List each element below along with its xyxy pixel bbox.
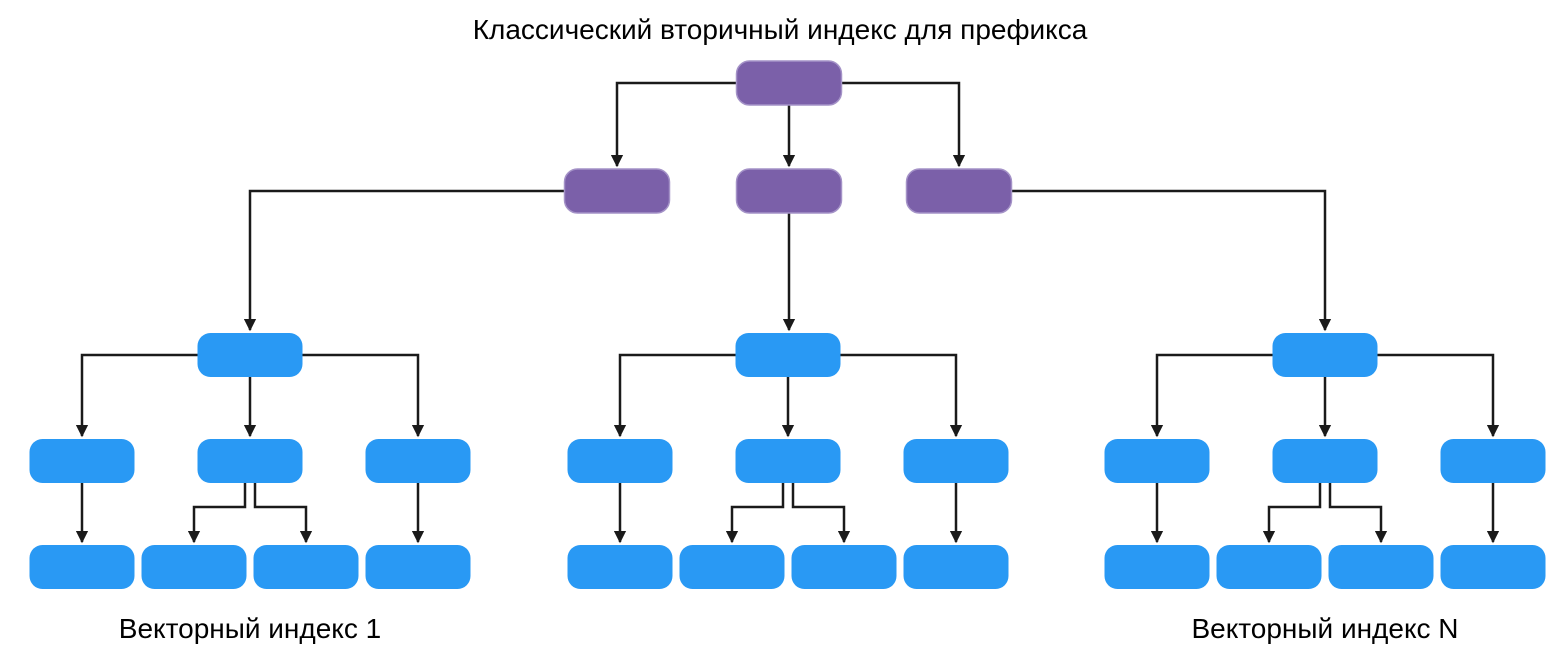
vector-index-leaf-node <box>1104 545 1210 589</box>
vector-index-leaf-node <box>1216 545 1322 589</box>
vector-index-n-label: Векторный индекс N <box>1191 613 1459 644</box>
connector-subroot-to-left-child <box>75 353 198 438</box>
diagram-title: Классический вторичный индекс для префик… <box>472 14 1088 45</box>
vector-index-branch-node <box>567 439 673 483</box>
connector-subroot-to-left-child <box>1150 353 1273 438</box>
vector-index-leaf-node <box>1328 545 1434 589</box>
vector-index-leaf-node <box>791 545 897 589</box>
vector-index-branch-node <box>1104 439 1210 483</box>
connector-child-to-leaf-3 <box>253 483 313 544</box>
connector-subroot-to-right-child <box>1377 353 1500 438</box>
vector-index-branch-node <box>197 439 303 483</box>
connector-branch-to-vector-index-n <box>1011 189 1332 332</box>
vector-index-1-label: Векторный индекс 1 <box>118 613 382 644</box>
connector-child-to-leaf-2 <box>187 483 247 544</box>
vector-index-leaf-node <box>141 545 247 589</box>
vector-index-root-node <box>197 333 303 377</box>
vector-index-leaf-node <box>903 545 1009 589</box>
secondary-index-branch-node <box>563 168 671 214</box>
vector-index-leaf-node <box>1440 545 1546 589</box>
connector-branch-to-vector-index-1 <box>243 189 565 332</box>
connector-root-to-left-branch <box>610 81 737 168</box>
vector-index-leaf-node <box>365 545 471 589</box>
vector-index-leaf-node <box>29 545 135 589</box>
connector-root-to-right-branch <box>841 81 966 168</box>
vector-index-branch-node <box>903 439 1009 483</box>
vector-index-branch-node <box>735 439 841 483</box>
secondary-index-branch-node <box>735 168 843 214</box>
vector-index-leaf-node <box>679 545 785 589</box>
vector-index-branch-node <box>29 439 135 483</box>
node-layer <box>29 60 1546 589</box>
connector-layer <box>75 81 1500 544</box>
connector-subroot-to-left-child <box>613 353 736 438</box>
connector-subroot-to-right-child <box>840 353 963 438</box>
connector-child-to-leaf-2 <box>1262 483 1322 544</box>
vector-index-root-node <box>1272 333 1378 377</box>
secondary-index-root-node <box>735 60 843 106</box>
connector-child-to-leaf-2 <box>725 483 785 544</box>
vector-index-leaf-node <box>253 545 359 589</box>
vector-index-branch-node <box>1440 439 1546 483</box>
secondary-index-branch-node <box>905 168 1013 214</box>
vector-index-branch-node <box>1272 439 1378 483</box>
vector-index-root-node <box>735 333 841 377</box>
connector-child-to-leaf-3 <box>791 483 851 544</box>
connector-child-to-leaf-3 <box>1328 483 1388 544</box>
connector-subroot-to-right-child <box>302 353 425 438</box>
vector-index-branch-node <box>365 439 471 483</box>
vector-index-leaf-node <box>567 545 673 589</box>
